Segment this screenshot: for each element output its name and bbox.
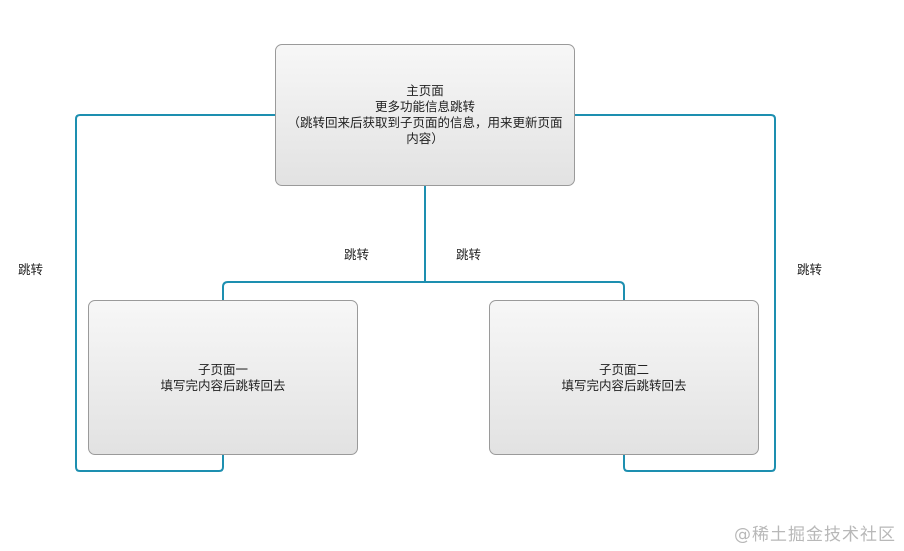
edge-label-right-outer: 跳转 [797, 262, 823, 277]
main-box-line4: 内容） [406, 131, 444, 146]
sub1-line1: 子页面一 [197, 361, 248, 377]
sub-page-one-box: 子页面一 填写完内容后跳转回去 [88, 300, 358, 455]
main-box-line3: （跳转回来后获取到子页面的信息，用来更新页面 [287, 115, 563, 130]
connector-to-sub1 [222, 281, 425, 300]
main-page-box: 主页面 更多功能信息跳转 （跳转回来后获取到子页面的信息，用来更新页面 内容） [275, 44, 575, 186]
sub2-line2: 填写完内容后跳转回去 [561, 377, 687, 393]
connector-to-sub2 [425, 281, 625, 300]
edge-label-right-inner: 跳转 [456, 247, 482, 262]
connector-right-loop [574, 114, 776, 472]
main-box-line1: 主页面 [406, 83, 444, 98]
edge-label-left-inner: 跳转 [344, 247, 370, 262]
edge-label-left-outer: 跳转 [18, 262, 44, 277]
sub-page-two-box: 子页面二 填写完内容后跳转回去 [489, 300, 759, 455]
connector-left-loop [75, 114, 276, 472]
sub2-line1: 子页面二 [598, 361, 649, 377]
sub1-line2: 填写完内容后跳转回去 [160, 377, 286, 393]
main-box-line2: 更多功能信息跳转 [374, 99, 475, 114]
watermark: @稀土掘金技术社区 [734, 525, 896, 545]
